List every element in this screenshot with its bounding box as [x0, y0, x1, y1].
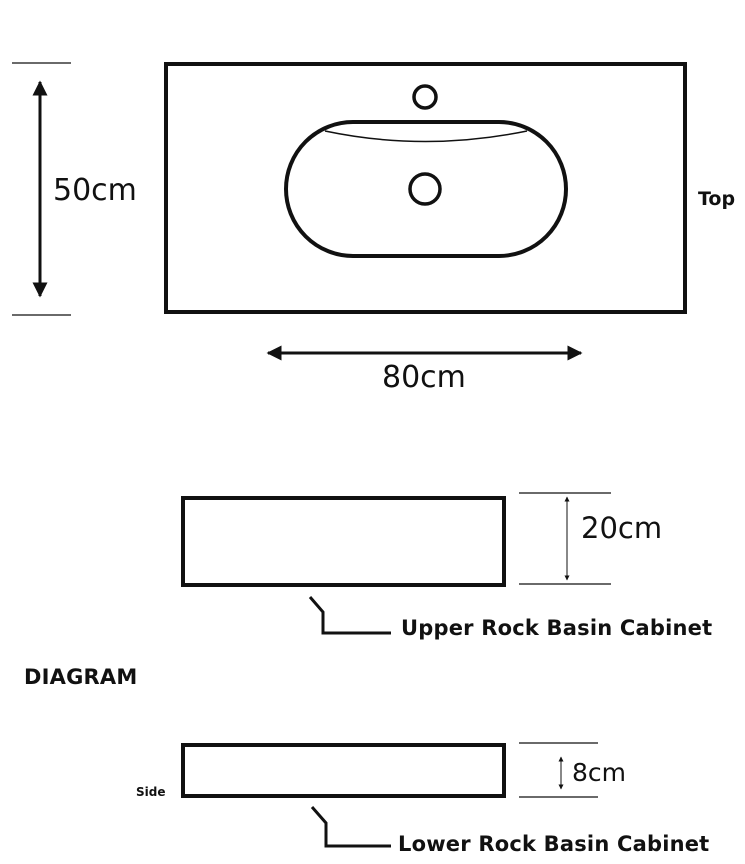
- basin-outline: [284, 120, 568, 258]
- upper-cabinet-name: Upper Rock Basin Cabinet: [401, 616, 713, 640]
- height-label: 50cm: [53, 173, 137, 208]
- drain-hole: [408, 172, 442, 206]
- diagram-label: DIAGRAM: [24, 665, 138, 689]
- lower-height-label: 8cm: [572, 758, 627, 787]
- top-view-label: Top: [698, 188, 736, 210]
- basin-rim-curve: [324, 130, 528, 143]
- lower-leader-line: [310, 806, 391, 848]
- lower-cabinet-outline: [181, 743, 506, 798]
- countertop-outline: [164, 62, 687, 314]
- lower-cabinet: [181, 742, 598, 848]
- upper-cabinet: [181, 492, 611, 635]
- upper-height-label: 20cm: [581, 511, 663, 545]
- faucet-hole: [412, 84, 438, 110]
- lower-cabinet-name: Lower Rock Basin Cabinet: [398, 832, 710, 856]
- height-dimension: [12, 62, 71, 316]
- width-label: 80cm: [382, 360, 466, 395]
- side-view-label: Side: [136, 785, 166, 799]
- upper-cabinet-outline: [181, 496, 506, 587]
- top-view: [164, 62, 687, 314]
- upper-leader-line: [308, 596, 391, 635]
